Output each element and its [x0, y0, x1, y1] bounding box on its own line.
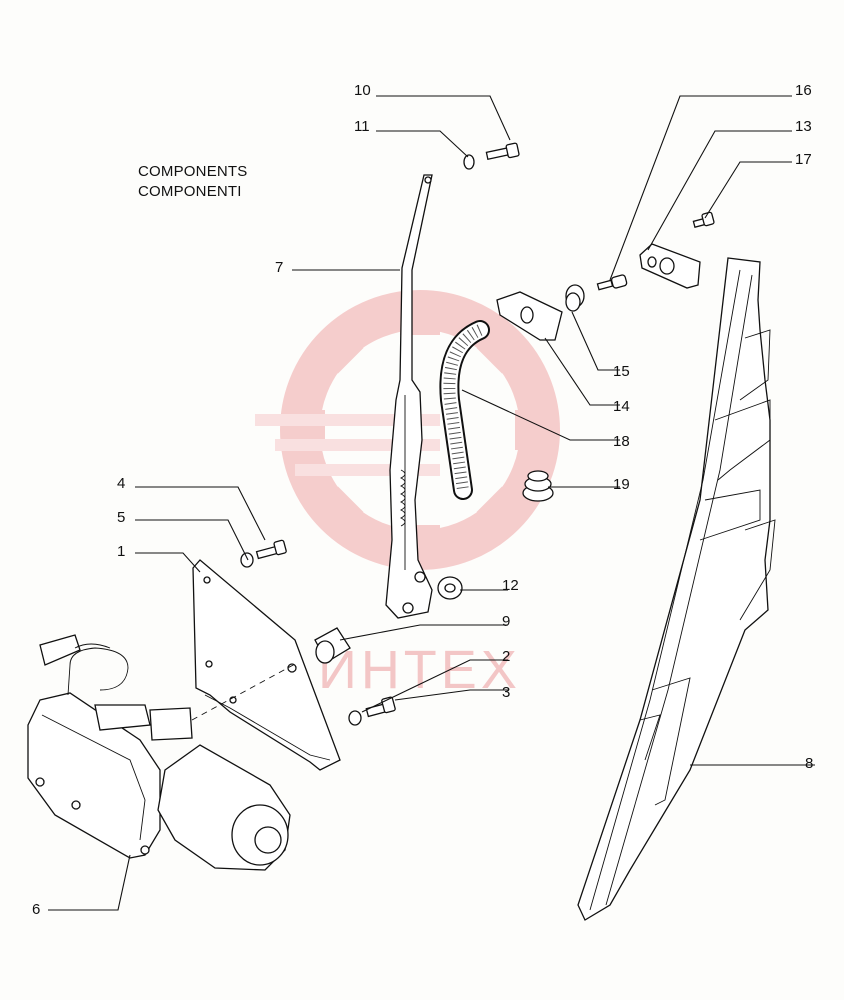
part-6-wiper-motor [27, 634, 296, 871]
part-19-grommet [522, 470, 554, 502]
callout-15: 15 [613, 363, 630, 380]
callout-7: 7 [275, 259, 283, 276]
callout-3: 3 [502, 684, 510, 701]
callout-19: 19 [613, 476, 630, 493]
callout-18: 18 [613, 433, 630, 450]
part-13-seal-plate [639, 243, 701, 289]
heading-english: COMPONENTS [138, 163, 248, 180]
callout-17: 17 [795, 151, 812, 168]
part-18-hose [439, 320, 490, 500]
part-17-screw [692, 211, 715, 228]
leader-lines [48, 95, 815, 911]
part-11-washer [463, 154, 475, 170]
part-1-bracket [192, 559, 341, 771]
part-14-gasket [496, 291, 563, 341]
diagram-heading: COMPONENTS COMPONENTI [138, 162, 248, 202]
part-9-spacer [314, 627, 351, 664]
callout-9: 9 [502, 613, 510, 630]
callout-6: 6 [32, 901, 40, 918]
part-5-washer [240, 552, 254, 568]
callout-12: 12 [502, 577, 519, 594]
part-2-washer [348, 710, 362, 726]
part-10-screw [485, 142, 520, 160]
callout-2: 2 [502, 648, 510, 665]
part-15-bushing [565, 284, 585, 312]
callouts: 10 11 7 16 13 17 15 14 18 19 12 9 2 3 8 … [32, 82, 813, 918]
callout-13: 13 [795, 118, 812, 135]
callout-5: 5 [117, 509, 125, 526]
part-12-nut [437, 576, 463, 600]
part-16-nozzle [596, 274, 628, 291]
part-7-wiper-arm [385, 174, 433, 619]
callout-11: 11 [354, 118, 370, 135]
callout-8: 8 [805, 755, 813, 772]
callout-4: 4 [117, 475, 125, 492]
callout-1: 1 [117, 543, 125, 560]
heading-italian: COMPONENTI [138, 183, 242, 200]
callout-16: 16 [795, 82, 812, 99]
callout-10: 10 [354, 82, 371, 99]
part-4-screw [255, 539, 287, 560]
callout-14: 14 [613, 398, 630, 415]
part-8-wiper-blade [577, 257, 776, 921]
